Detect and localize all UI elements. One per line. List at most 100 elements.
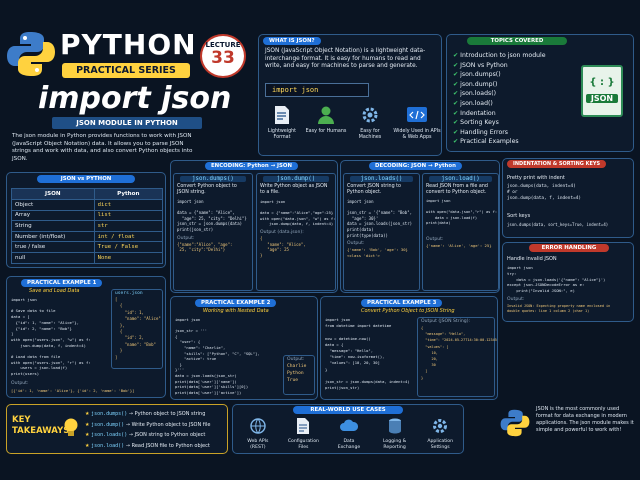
compare-header-cell: JSON — [11, 188, 95, 200]
feature-icons: Lightweight Format Easy for Humans Easy … — [261, 105, 441, 155]
usecases-title: REAL-WORLD USE CASES — [293, 406, 403, 414]
topic-item: ✔ json.dump() — [453, 80, 498, 88]
gear-icon — [362, 107, 378, 123]
lecture-badge: LECTURE 33 — [200, 34, 246, 78]
example2-code: import json json_str = ''' { "user": { "… — [175, 317, 260, 395]
usecase-item: Data Exchange — [326, 417, 372, 450]
star-icon: ★ — [85, 411, 92, 417]
load-output: {'name': 'Alice', 'age': 25} — [426, 242, 492, 248]
example1-output-label: Output: — [11, 381, 29, 386]
person-icon — [318, 106, 334, 124]
example2-subtitle: Working with Nested Data — [203, 308, 269, 314]
topic-item: ✔ Indentation — [453, 109, 496, 117]
encoding-title: ENCODING: Python → JSON — [205, 162, 298, 170]
footer-text: JSON is the most commonly used format fo… — [536, 406, 634, 433]
error-label: Handle invalid JSON — [507, 256, 557, 262]
encoding-panel: ENCODING: Python → JSON json.dumps() Con… — [170, 160, 338, 293]
sorting-panel: INDENTATION & SORTING KEYS Pretty print … — [502, 158, 634, 238]
topic-item: ✔ Practical Examples — [453, 138, 519, 146]
check-icon: ✔ — [453, 71, 461, 79]
arrow-icon: → — [124, 421, 132, 428]
pretty-label: Pretty print with indent — [507, 175, 565, 181]
example2-panel: PRACTICAL EXAMPLE 2 Working with Nested … — [170, 296, 318, 400]
topic-item: ✔ Sorting Keys — [453, 119, 499, 127]
topic-item: ✔ json.loads() — [453, 90, 497, 98]
python-type-cell: str — [93, 220, 164, 232]
check-icon: ✔ — [453, 99, 461, 107]
error-title: ERROR HANDLING — [529, 244, 609, 252]
load-card: json.load() Read JSON from a file and co… — [422, 173, 499, 291]
topics-panel: TOPICS COVERED ✔ Introduction to json mo… — [446, 34, 634, 152]
sort-code: json.dumps(data, sort_keys=True, indent=… — [507, 222, 609, 227]
error-code: import json try: data = json.loads('{"na… — [507, 265, 606, 294]
check-icon: ✔ — [453, 119, 461, 127]
topic-item: ✔ json.dumps() — [453, 71, 501, 79]
feature-lightweight: Lightweight Format — [261, 105, 303, 141]
example1-output: [{'id': 1, 'name': 'Alice'}, {'id': 2, '… — [11, 388, 135, 393]
takeaways-panel: KEY TAKEAWAYS ★ json.dumps() → Python ob… — [6, 404, 228, 454]
load-output-label: Output: — [426, 236, 444, 242]
error-output-label: Output: — [507, 297, 525, 302]
example3-subtitle: Convert Python Object to JSON String — [361, 308, 455, 314]
globe-icon — [250, 418, 266, 434]
example2-output: Charlie Python True — [287, 364, 307, 383]
python-logo-icon — [6, 30, 56, 78]
takeaway-item: ★ json.dumps() → Python object to JSON s… — [85, 411, 206, 417]
example2-output-label: Output: — [287, 357, 305, 362]
python-type-cell: None — [93, 251, 164, 264]
gear-icon — [433, 419, 448, 433]
takeaways-title: KEY TAKEAWAYS — [12, 415, 70, 436]
check-icon: ✔ — [453, 80, 461, 88]
example2-output-box: Output: Charlie Python True — [283, 355, 315, 395]
loads-name: json.loads() — [350, 176, 413, 182]
error-panel: ERROR HANDLING Handle invalid JSON impor… — [502, 242, 634, 322]
example3-title: PRACTICAL EXAMPLE 3 — [361, 299, 443, 307]
dump-code: import json data = {"name":"Alice","age"… — [260, 199, 336, 227]
database-icon — [388, 418, 401, 434]
usecase-item: Web APIs (REST) — [235, 417, 281, 450]
loads-card: json.loads() Convert JSON string to Pyth… — [343, 173, 420, 291]
load-desc: Read JSON from a file and convert to Pyt… — [426, 184, 488, 195]
example1-panel: PRACTICAL EXAMPLE 1 Save and Load Data i… — [6, 276, 166, 398]
feature-humans: Easy for Humans — [305, 105, 347, 135]
takeaway-item: ★ json.load() → Read JSON file to Python… — [85, 442, 210, 449]
json-type-cell: Number (int/float) — [11, 230, 95, 243]
star-icon: ★ — [85, 442, 92, 449]
cloud-icon — [339, 419, 359, 431]
example3-panel: PRACTICAL EXAMPLE 3 Convert Python Objec… — [320, 296, 498, 400]
what-is-json-title: WHAT IS JSON? — [263, 37, 321, 45]
example1-code: import json # Save data to file data = [… — [11, 297, 91, 377]
arrow-icon: → — [127, 432, 135, 438]
usecase-item: Application Settings — [417, 417, 463, 450]
check-icon: ✔ — [453, 109, 461, 117]
what-is-json-panel: WHAT IS JSON? JSON (JavaScript Object No… — [258, 34, 442, 156]
usecases-panel: REAL-WORLD USE CASES Web APIs (REST)Conf… — [232, 404, 464, 454]
check-icon: ✔ — [453, 61, 461, 69]
feature-machines: Easy for Machines — [349, 105, 391, 141]
compare-title: JSON vs PYTHON — [37, 175, 135, 183]
json-type-cell: null — [11, 251, 95, 264]
topic-item: ✔ Introduction to json module — [453, 52, 546, 59]
import-json-code: import json — [265, 83, 369, 97]
load-name: json.load() — [429, 176, 492, 182]
takeaway-item: ★ json.loads() → JSON string to Python o… — [85, 432, 206, 438]
series-badge: PRACTICAL SERIES — [62, 63, 190, 78]
example3-code: import json from datetime import datetim… — [325, 317, 410, 391]
example3-output-box: Output (JSON String): { "message": "Hell… — [417, 317, 497, 397]
lecture-label: LECTURE — [205, 41, 241, 49]
check-icon: ✔ — [453, 52, 461, 59]
python-type-cell: True / False — [93, 241, 164, 253]
example1-file-label: users.json — [115, 291, 143, 296]
error-output: Invalid JSON: Expecting property name en… — [507, 304, 611, 314]
dumps-desc: Convert Python object to JSON string. — [177, 184, 237, 195]
json-type-cell: String — [11, 220, 95, 232]
feature-apis: Widely Used in APIs & Web Apps — [393, 105, 441, 141]
topics-list: ✔ Introduction to json module✔ JSON vs P… — [453, 51, 546, 147]
